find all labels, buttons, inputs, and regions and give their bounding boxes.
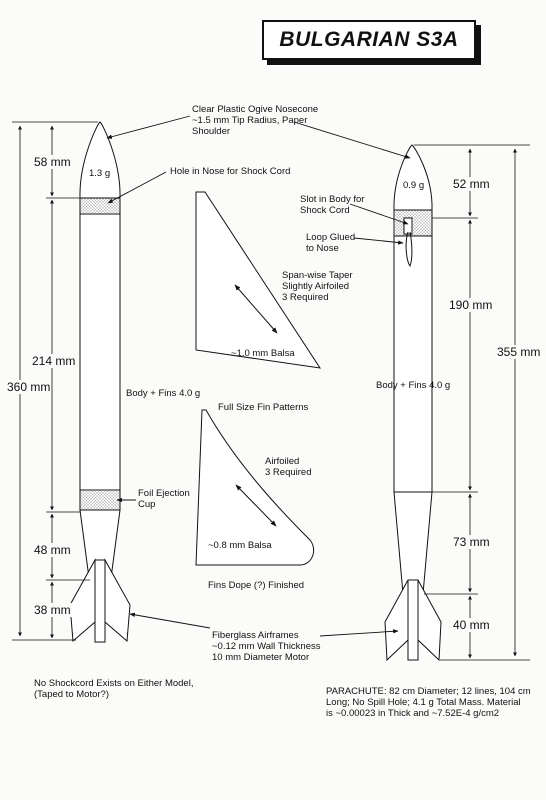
nosecone-callout-line2: ~1.5 mm Tip Radius, Paper: [192, 115, 308, 126]
left-nose-mass: 1.3 g: [89, 168, 111, 179]
parachute-line3: is ~0.00023 in Thick and ~7.52E-4 g/cm2: [326, 708, 500, 719]
foil-callout: Foil Ejection Cup: [138, 488, 190, 510]
page-title: BULGARIAN S3A: [279, 28, 459, 51]
fin-bottom-grain-arrow: [235, 484, 277, 527]
left-body-tube: [79, 213, 121, 491]
loop-callout: Loop Glued to Nose: [306, 232, 355, 254]
fin-finish-caption: Fins Dope (?) Finished: [208, 580, 305, 591]
parachute-line2: Long; No Spill Hole; 4.1 g Total Mass. M…: [326, 697, 521, 708]
right-dimensions: [414, 144, 530, 661]
shockcord-note-line2: (Taped to Motor?): [34, 689, 109, 700]
hole-in-nose-label: Hole in Nose for Shock Cord: [170, 166, 291, 177]
slot-callout-line1: Slot in Body for: [300, 194, 365, 205]
title-box: BULGARIAN S3A: [262, 20, 476, 60]
fin-bottom-material: ~0.8 mm Balsa: [208, 540, 272, 551]
airframes-callout: Fiberglass Airframes ~0.12 mm Wall Thick…: [212, 630, 321, 663]
left-rocket: [69, 121, 131, 643]
right-dim-body: 190 mm: [448, 298, 494, 312]
right-boattail: [393, 491, 433, 595]
loop-callout-line1: Loop Glued: [306, 232, 356, 243]
nosecone-callout: Clear Plastic Ogive Nosecone ~1.5 mm Tip…: [192, 104, 318, 137]
fin-bottom-required: 3 Required: [265, 467, 312, 478]
right-body-tube: [393, 235, 433, 493]
right-nose-shoulder: [393, 209, 433, 237]
fin-top-taper: Span-wise Taper: [282, 270, 353, 281]
parachute-label: PARACHUTE:: [326, 686, 387, 697]
airframes-callout-line2: ~0.12 mm Wall Thickness: [212, 641, 321, 652]
left-nose-shoulder: [79, 197, 121, 215]
right-rocket: [384, 144, 442, 662]
airframes-callout-line1: Fiberglass Airframes: [212, 630, 299, 641]
right-loop: [405, 231, 413, 268]
fin-pattern-caption: Full Size Fin Patterns: [218, 402, 309, 413]
fin-top-notes: Span-wise Taper Slightly Airfoiled 3 Req…: [282, 270, 353, 303]
right-dim-total: 355 mm: [496, 345, 542, 359]
right-dim-fins: 40 mm: [452, 618, 491, 632]
right-fin-left: [384, 579, 409, 662]
loop-callout-line2: to Nose: [306, 243, 339, 254]
slot-callout: Slot in Body for Shock Cord: [300, 194, 364, 216]
fin-bottom-notes: Airfoiled 3 Required: [265, 456, 311, 478]
parachute-note: PARACHUTE: 82 cm Diameter; 12 lines, 104…: [326, 686, 531, 719]
foil-callout-line1: Foil Ejection: [138, 488, 190, 499]
leader-lines: [106, 115, 411, 637]
right-fin-right: [417, 579, 442, 662]
fin-pattern-top: [195, 191, 322, 369]
shockcord-note: No Shockcord Exists on Either Model, (Ta…: [34, 678, 193, 700]
slot-callout-line2: Shock Cord: [300, 205, 350, 216]
left-fin-center: [94, 559, 106, 643]
shockcord-note-line1: No Shockcord Exists on Either Model,: [34, 678, 194, 689]
fin-top-material: ~1.0 mm Balsa: [231, 348, 295, 359]
right-fin-center: [407, 579, 419, 661]
right-dim-boattail: 73 mm: [452, 535, 491, 549]
left-nosecone: [79, 121, 121, 199]
fin-top-required: 3 Required: [282, 292, 329, 303]
left-fin-right: [104, 558, 131, 643]
left-dim-nose: 58 mm: [33, 155, 72, 169]
foil-callout-line2: Cup: [138, 499, 156, 510]
fin-top-grain-arrow: [234, 284, 278, 334]
left-fin-left: [69, 558, 96, 643]
right-dim-nose: 52 mm: [452, 177, 491, 191]
left-dim-total: 360 mm: [6, 380, 52, 394]
left-dim-boattail: 48 mm: [33, 543, 72, 557]
left-foil-ejection-cup: [79, 489, 121, 511]
nosecone-callout-line1: Clear Plastic Ogive Nosecone: [192, 104, 319, 115]
parachute-line1: 82 cm Diameter; 12 lines, 104 cm: [389, 686, 531, 697]
left-dim-fins: 38 mm: [33, 603, 72, 617]
nosecone-callout-line3: Shoulder: [192, 126, 231, 137]
right-nose-mass: 0.9 g: [403, 180, 425, 191]
right-shock-cord-slot: [403, 217, 413, 235]
left-dim-body: 214 mm: [31, 354, 77, 368]
left-body-mass: Body + Fins 4.0 g: [126, 388, 201, 399]
fin-top-airfoil: Slightly Airfoiled: [282, 281, 350, 292]
right-body-mass: Body + Fins 4.0 g: [376, 380, 451, 391]
fin-bottom-airfoiled: Airfoiled: [265, 456, 300, 467]
airframes-callout-line3: 10 mm Diameter Motor: [212, 652, 310, 663]
